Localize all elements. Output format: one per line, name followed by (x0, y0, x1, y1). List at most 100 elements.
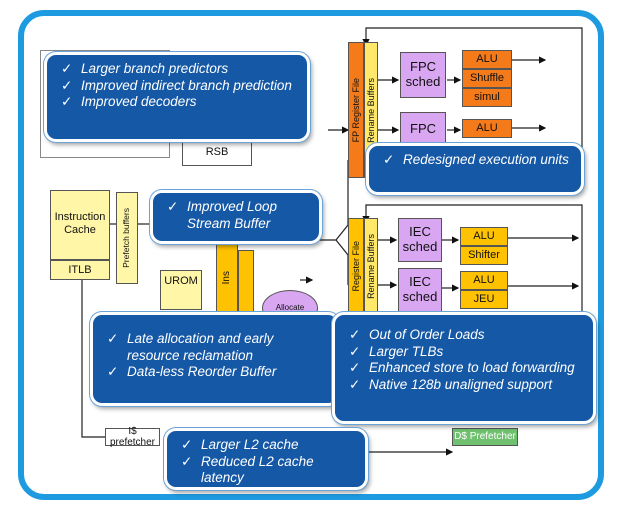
urom-block: UROM (160, 270, 202, 310)
int-register-file-label: Register File (350, 240, 361, 292)
fpc-sched-2-label: FPC (410, 120, 436, 136)
check-icon: ✓ (167, 199, 179, 214)
alu-fp-1-label: ALU (476, 53, 498, 66)
decoder-label: Ins (221, 271, 233, 285)
allocate-label: Allocate (275, 303, 305, 313)
i-prefetcher-label: I$ prefetcher (109, 425, 156, 449)
callout-text: Redesigned execution units (403, 152, 569, 167)
callout-execution-units: ✓ Redesigned execution units (366, 143, 584, 195)
simul-label: simul (474, 91, 500, 104)
i-prefetcher-block: I$ prefetcher (105, 425, 160, 449)
iec-sched-1-block: IEC sched (398, 218, 442, 262)
int-register-file-block: Register File (348, 218, 364, 314)
check-icon: ✓ (61, 77, 73, 93)
callout-item: ✓ Enhanced store to load forwarding (349, 360, 585, 377)
rsb-block: RSB (182, 138, 252, 166)
fp-rename-buffers-label: Rename Buffers (365, 77, 376, 143)
callout-text: Improved Loop Stream Buffer (187, 199, 278, 231)
int-rename-buffers-label: Rename Buffers (365, 233, 376, 299)
urom-label: UROM (164, 275, 198, 287)
callout-list: ✓ Late allocation and early resource recl… (107, 331, 329, 381)
d-prefetcher-label: D$ Prefetcher (454, 431, 516, 443)
callout-text: Larger L2 cache (201, 437, 299, 452)
callout-list: ✓ Out of Order Loads ✓ Larger TLBs ✓ Enhanc… (349, 327, 585, 393)
callout-list: ✓ Improved Loop Stream Buffer (167, 199, 311, 232)
fp-register-file-label: FP Register File (350, 77, 361, 143)
callout-text: Improved decoders (81, 94, 197, 109)
shifter-block: Shifter (460, 246, 508, 265)
decoder-block-2 (238, 250, 254, 316)
check-icon: ✓ (181, 453, 193, 469)
iec-sched-2-label: IEC sched (402, 274, 438, 304)
shifter-label: Shifter (468, 249, 500, 262)
check-icon: ✓ (61, 61, 73, 76)
fpc-sched-1-block: FPC sched (400, 52, 446, 98)
int-rename-buffers-block: Rename Buffers (364, 218, 378, 314)
callout-text: Data-less Reorder Buffer (127, 364, 277, 379)
check-icon: ✓ (61, 94, 73, 109)
alu-fp-2-block: ALU (462, 119, 512, 138)
shuffle-block: Shuffle (462, 69, 512, 88)
callout-item: ✓ Native 128b unaligned support (349, 377, 585, 394)
callout-item: ✓ Larger L2 cache (181, 437, 357, 454)
fpc-sched-1-label: FPC sched (405, 59, 441, 89)
callout-item: ✓ Improved decoders (61, 94, 299, 111)
prefetch-buffers-label: Prefetch buffers (121, 208, 132, 268)
callout-l2-cache: ✓ Larger L2 cache ✓ Reduced L2 cache laten… (164, 428, 368, 490)
callout-list: ✓ Redesigned execution units (383, 152, 573, 169)
check-icon: ✓ (349, 376, 361, 392)
callout-item: ✓ Late allocation and early resource recl… (107, 331, 329, 364)
callout-text: Native 128b unaligned support (369, 376, 553, 392)
itlb-block: ITLB (50, 260, 110, 280)
iec-sched-2-block: IEC sched (398, 268, 442, 312)
shuffle-label: Shuffle (469, 72, 505, 85)
d-prefetcher-block: D$ Prefetcher (452, 428, 518, 446)
callout-text: Out of Order Loads (369, 327, 485, 342)
rsb-label: RSB (205, 145, 229, 158)
alu-fp-2-label: ALU (476, 122, 498, 135)
callout-text: Reduced L2 cache latency (201, 453, 314, 486)
callout-item: ✓ Data-less Reorder Buffer (107, 364, 329, 381)
alu-fp-1-block: ALU (462, 50, 512, 69)
check-icon: ✓ (349, 360, 361, 375)
callout-branch-prediction: ✓ Larger branch predictors ✓ Improved indi… (44, 52, 310, 142)
callout-text: Larger branch predictors (81, 61, 229, 76)
callout-item: ✓ Larger branch predictors (61, 61, 299, 78)
fp-register-file-block: FP Register File (348, 42, 364, 178)
instruction-cache-label: Instruction Cache (54, 211, 106, 236)
callout-item: ✓ Improved Loop Stream Buffer (167, 199, 311, 232)
callout-item: ✓ Out of Order Loads (349, 327, 585, 344)
check-icon: ✓ (349, 343, 361, 359)
callout-list: ✓ Larger L2 cache ✓ Reduced L2 cache laten… (181, 437, 357, 487)
callout-text: Improved indirect branch prediction (81, 77, 292, 93)
check-icon: ✓ (349, 327, 361, 342)
callout-memory: ✓ Out of Order Loads ✓ Larger TLBs ✓ Enhanc… (332, 312, 596, 424)
jeu-block: JEU (460, 290, 508, 309)
prefetch-buffers-block: Prefetch buffers (116, 192, 138, 284)
check-icon: ✓ (383, 152, 395, 167)
decoder-block: Ins (216, 240, 238, 316)
callout-item: ✓ Larger TLBs (349, 344, 585, 361)
alu-int-1-block: ALU (460, 227, 508, 246)
callout-item: ✓ Redesigned execution units (383, 152, 573, 169)
simul-block: simul (462, 88, 512, 107)
itlb-label: ITLB (68, 263, 92, 276)
alu-int-2-block: ALU (460, 271, 508, 290)
callout-list: ✓ Larger branch predictors ✓ Improved indi… (61, 61, 299, 111)
check-icon: ✓ (107, 331, 119, 346)
callout-loop-stream: ✓ Improved Loop Stream Buffer (150, 190, 322, 244)
iec-sched-1-label: IEC sched (402, 224, 438, 254)
jeu-label: JEU (473, 293, 495, 306)
instruction-cache-block: Instruction Cache (50, 190, 110, 260)
check-icon: ✓ (181, 437, 193, 452)
callout-text: Late allocation and early resource recla… (127, 331, 274, 363)
check-icon: ✓ (107, 364, 119, 379)
callout-text: Enhanced store to load forwarding (369, 360, 575, 375)
callout-text: Larger TLBs (369, 343, 444, 359)
callout-item: ✓ Improved indirect branch prediction (61, 78, 299, 95)
fpc-sched-2-block: FPC (400, 112, 446, 146)
callout-item: ✓ Reduced L2 cache latency (181, 454, 357, 487)
callout-allocation: ✓ Late allocation and early resource recl… (90, 312, 340, 406)
alu-int-1-label: ALU (473, 230, 495, 243)
alu-int-2-label: ALU (473, 274, 495, 287)
